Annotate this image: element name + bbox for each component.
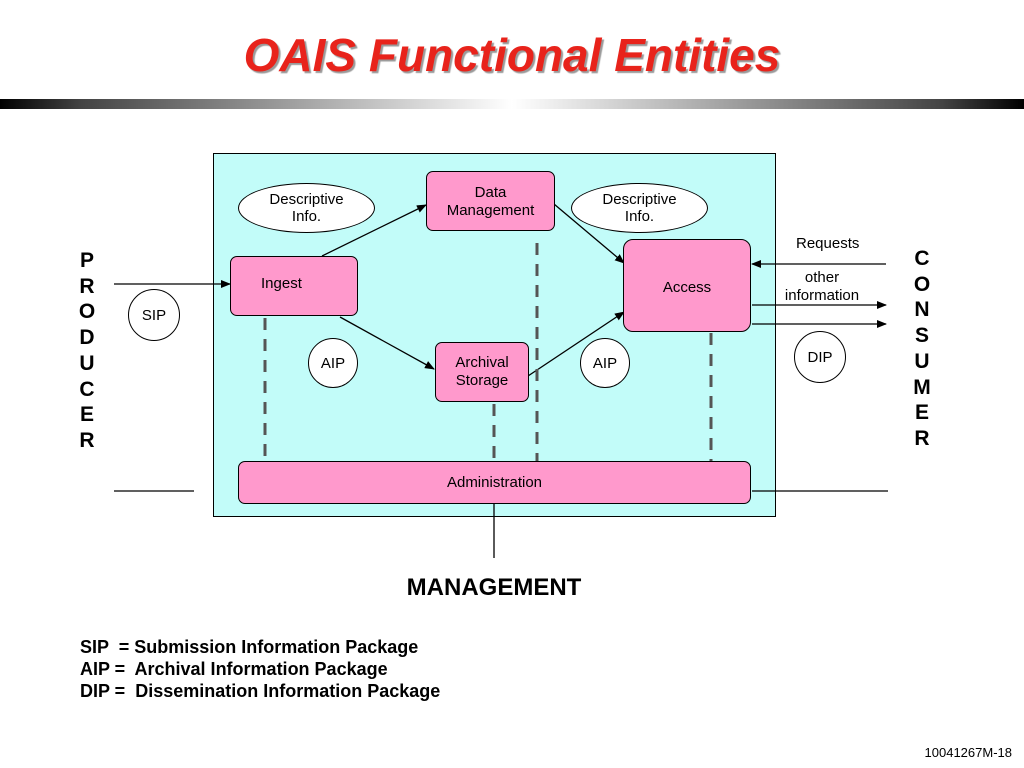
descriptive-info-left-line2: Info. (291, 208, 322, 225)
administration-box: Administration (238, 461, 751, 504)
archival-storage-label-line2: Storage (455, 372, 509, 389)
access-box: Access (623, 239, 751, 332)
aip-right-label: AIP (592, 354, 618, 372)
sip-label: SIP (141, 306, 167, 324)
archival-storage-box: Archival Storage (435, 342, 529, 402)
legend-dip: DIP = Dissemination Information Package (80, 681, 441, 701)
descriptive-info-left-line1: Descriptive (269, 191, 344, 208)
archival-storage-label-line1: Archival (455, 354, 509, 371)
legend-sip: SIP = Submission Information Package (80, 637, 419, 657)
other-information-line1: other (804, 269, 840, 286)
legend-aip: AIP = Archival Information Package (80, 659, 388, 679)
management-label: MANAGEMENT (406, 574, 582, 601)
other-information-line2: information (784, 287, 860, 304)
data-management-box: Data Management (426, 171, 555, 231)
descriptive-info-ellipse-right: Descriptive Info. (571, 183, 708, 233)
ingest-box: Ingest (230, 256, 358, 316)
requests-label: Requests (796, 235, 860, 252)
aip-circle-right: AIP (580, 338, 630, 388)
data-management-label-line2: Management (446, 202, 535, 219)
page-title: OAIS Functional Entities (243, 29, 781, 81)
ingest-label: Ingest (261, 275, 302, 292)
acronym-legend: SIP = Submission Information Package AIP… (80, 636, 440, 702)
descriptive-info-right-line2: Info. (624, 208, 655, 225)
aip-circle-left: AIP (308, 338, 358, 388)
title-divider (0, 99, 1024, 109)
descriptive-info-right-line1: Descriptive (602, 191, 677, 208)
slide-number: 10041267M-18 (924, 745, 1012, 760)
access-label: Access (662, 279, 712, 296)
other-information-label: other information (776, 269, 868, 305)
dip-label: DIP (807, 348, 833, 366)
descriptive-info-ellipse-left: Descriptive Info. (238, 183, 375, 233)
aip-left-label: AIP (320, 354, 346, 372)
ingest-to-data-management-arrow (321, 204, 427, 257)
data-management-to-access-arrow (553, 203, 625, 264)
sip-circle: SIP (128, 289, 180, 341)
data-management-label-line1: Data (474, 184, 507, 201)
dip-circle: DIP (794, 331, 846, 383)
archival-storage-to-access-arrow (527, 311, 625, 377)
ingest-to-archival-storage-arrow (339, 316, 435, 370)
administration-label: Administration (446, 473, 543, 491)
